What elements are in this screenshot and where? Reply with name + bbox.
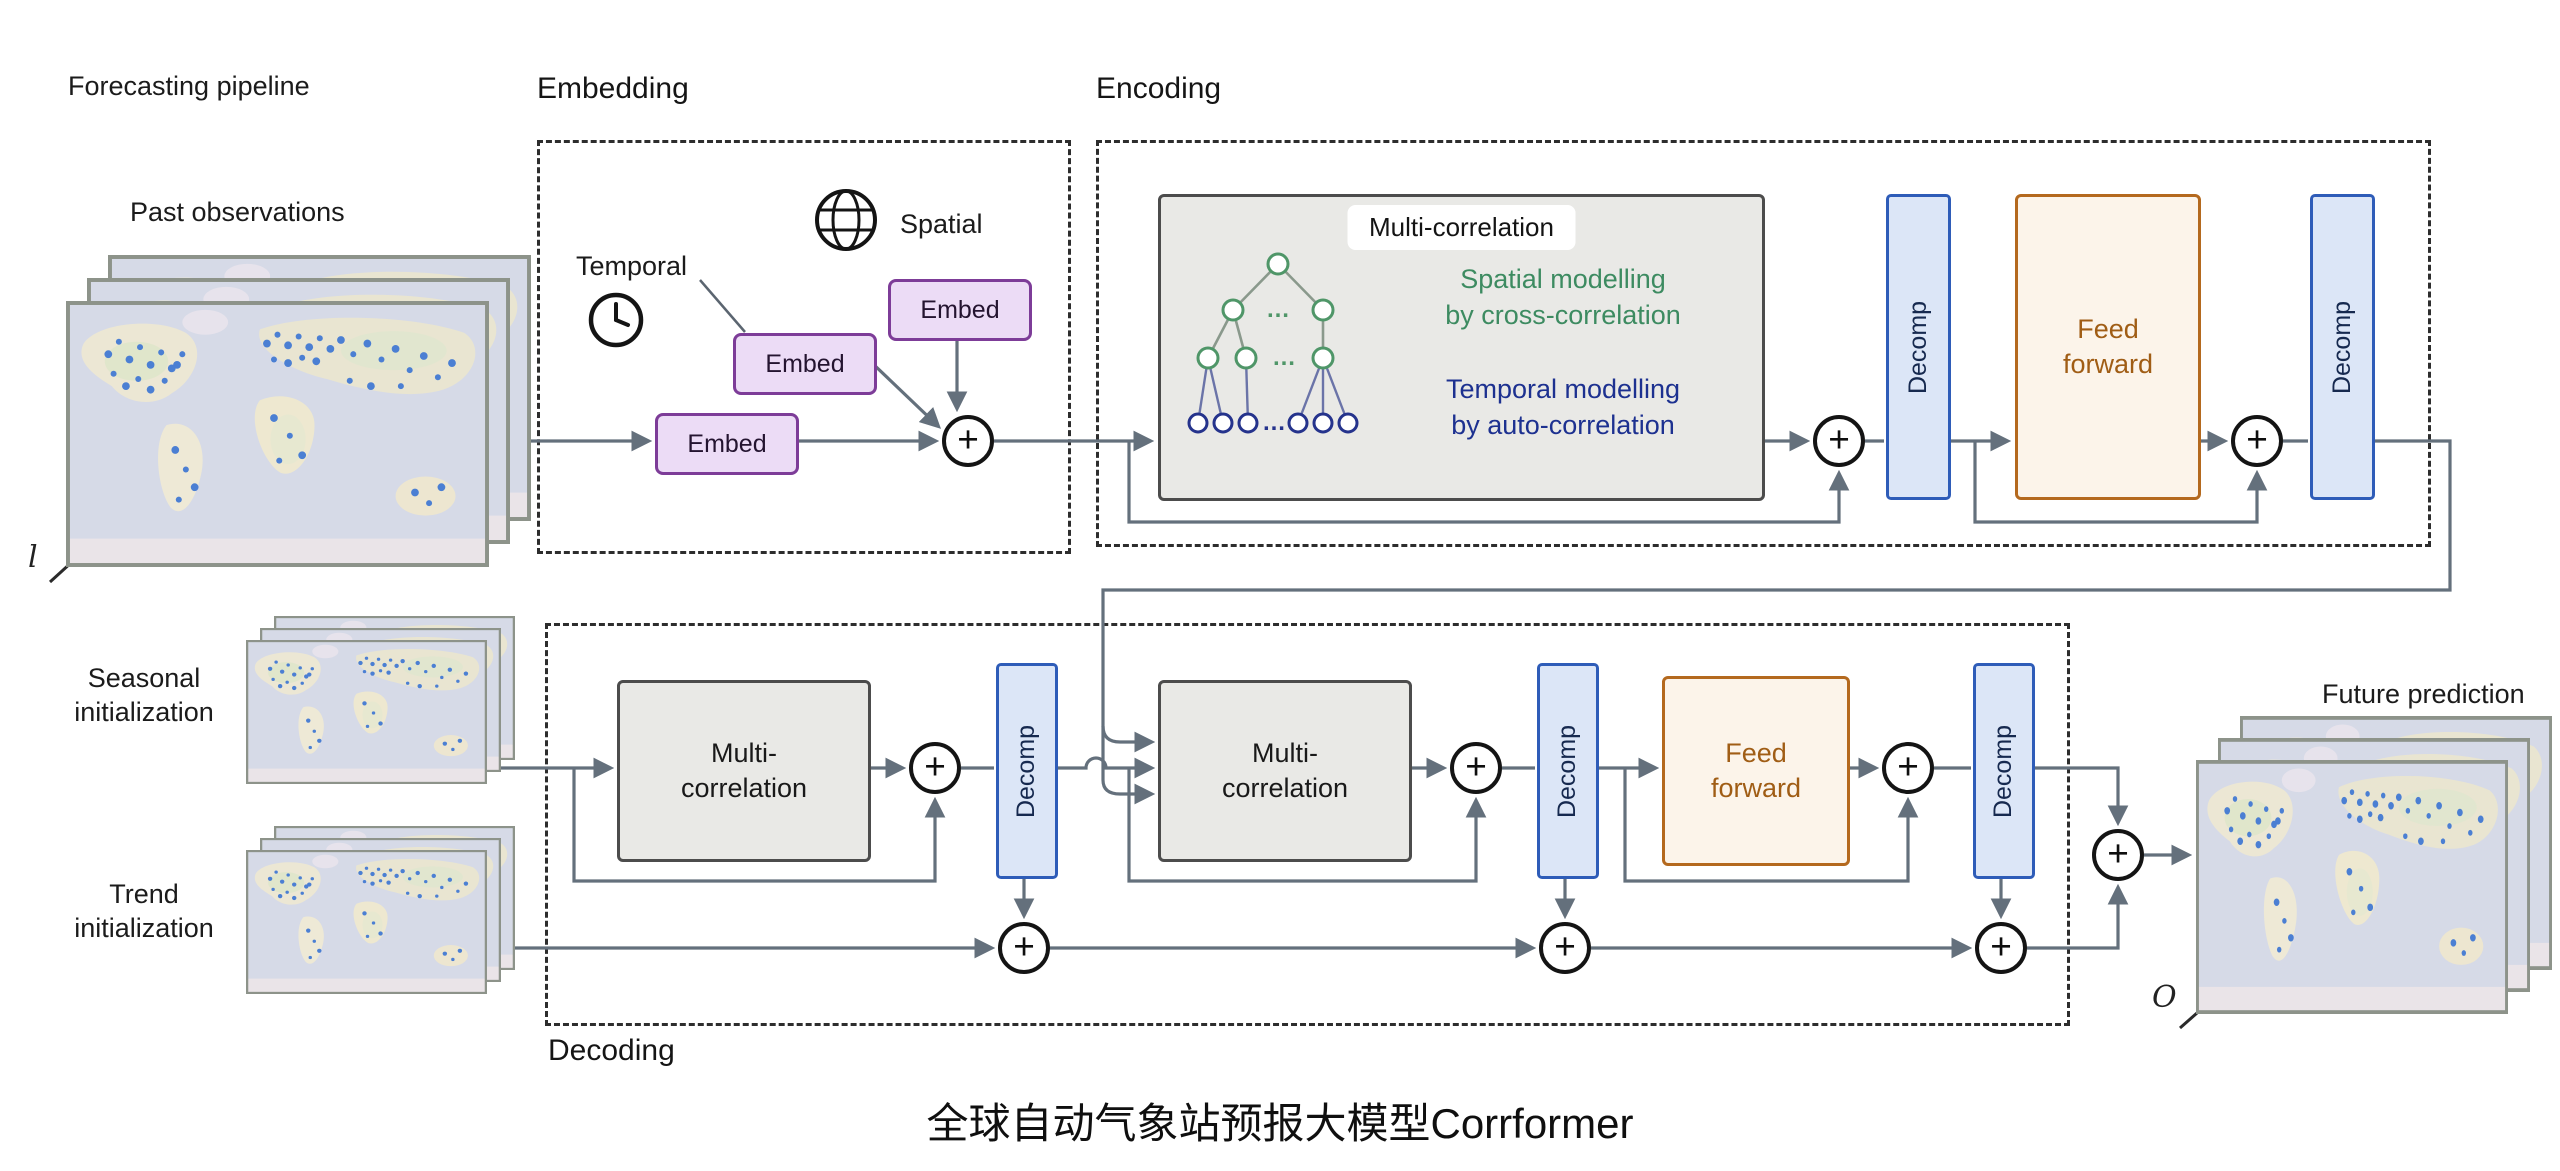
embed-box-main: Embed <box>655 413 799 475</box>
encoder-decomp-2: Decomp <box>2310 194 2375 500</box>
svg-text:…: … <box>1272 344 1296 371</box>
future-length-label: O <box>2152 980 2177 1015</box>
embed-box-temporal: Embed <box>733 333 877 395</box>
seasonal-init-label: Seasonal initialization <box>74 663 214 727</box>
spatial-modelling-note: Spatial modelling by cross-correlation <box>1445 264 1681 330</box>
decoding-section-label: Decoding <box>548 1034 675 1067</box>
correlation-tree-diagram: … … … <box>1187 252 1359 436</box>
clock-icon <box>588 292 644 348</box>
trend-add-2-plus-icon: + <box>1539 922 1591 974</box>
encoder-add-residual-2-plus-icon: + <box>2231 415 2283 467</box>
multi-correlation-title: Multi-correlation <box>1347 205 1576 250</box>
trend-init-stack <box>246 826 516 994</box>
decoder-add-residual-2-plus-icon: + <box>1450 742 1502 794</box>
trend-init-label: Trend initialization <box>74 879 214 943</box>
spatial-label: Spatial <box>900 209 983 239</box>
decoder-decomp-3: Decomp <box>1973 663 2035 879</box>
embedding-section <box>537 140 1071 554</box>
final-merge-plus-icon: + <box>2092 829 2144 881</box>
encoder-decomp-1: Decomp <box>1886 194 1951 500</box>
encoder-feed-forward: Feed forward <box>2015 194 2201 500</box>
svg-text:…: … <box>1266 296 1290 323</box>
decoder-decomp-2: Decomp <box>1537 663 1599 879</box>
world-map-thumbnail <box>246 850 487 994</box>
encoder-add-residual-1-plus-icon: + <box>1813 415 1865 467</box>
decoder-add-residual-3-plus-icon: + <box>1882 742 1934 794</box>
temporal-label: Temporal <box>576 251 688 281</box>
decoder-add-residual-1-plus-icon: + <box>909 742 961 794</box>
temporal-modelling-note: Temporal modelling by auto-correlation <box>1445 374 1681 440</box>
pipeline-title: Forecasting pipeline <box>68 71 310 101</box>
decoder-feed-forward: Feed forward <box>1662 676 1850 866</box>
past-observations-label: Past observations <box>130 197 345 227</box>
trend-add-3-plus-icon: + <box>1975 922 2027 974</box>
svg-text:…: … <box>1262 409 1286 436</box>
diagram-caption: 全球自动气象站预报大模型Corrformer <box>926 1100 1634 1147</box>
world-map-thumbnail <box>66 301 489 567</box>
embedding-section-label: Embedding <box>537 72 689 105</box>
seasonal-init-stack <box>246 616 516 784</box>
decoder-decomp-1: Decomp <box>996 663 1058 879</box>
embed-box-spatial: Embed <box>888 279 1032 341</box>
past-observations-stack <box>60 255 530 567</box>
world-map-thumbnail <box>2196 760 2508 1014</box>
trend-add-1-plus-icon: + <box>998 922 1050 974</box>
past-length-label: l <box>28 540 38 575</box>
encoding-section-label: Encoding <box>1096 72 1222 105</box>
world-map-thumbnail <box>246 640 487 784</box>
future-prediction-label: Future prediction <box>2322 679 2525 709</box>
decoder-multi-correlation-2: Multi-correlation <box>1158 680 1412 862</box>
future-prediction-stack <box>2196 716 2556 1016</box>
decoder-multi-correlation-1: Multi-correlation <box>617 680 871 862</box>
globe-icon <box>815 189 877 251</box>
add-embeddings-plus-icon: + <box>942 415 994 467</box>
